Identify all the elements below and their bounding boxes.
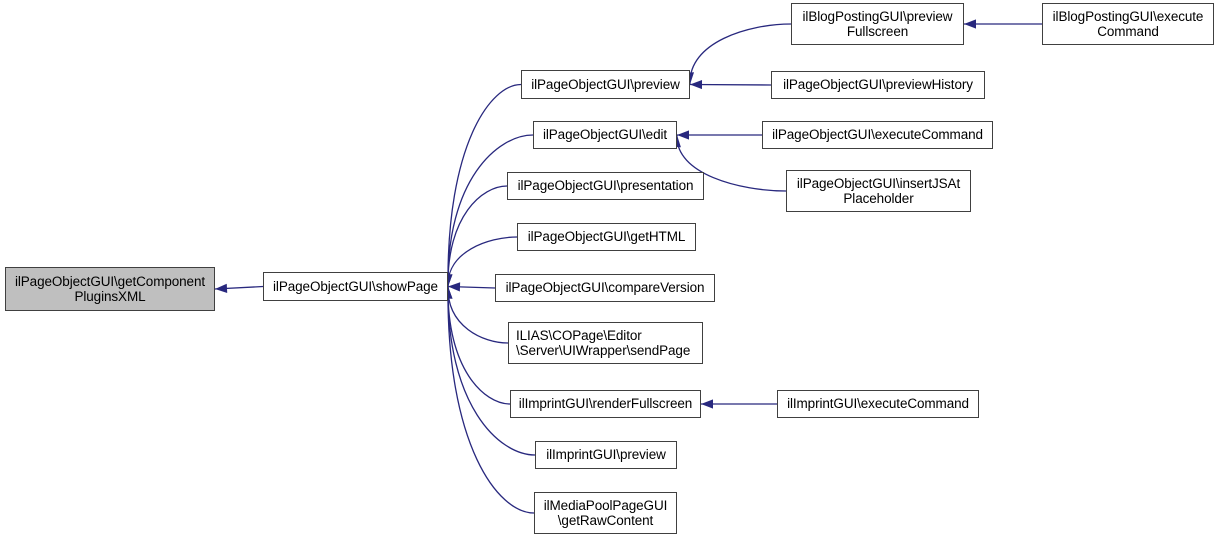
graph-node-showPage[interactable]: ilPageObjectGUI\showPage [263,272,448,301]
graph-node-label: ilPageObjectGUI\presentation [517,178,694,194]
graph-node-label: ilImprintGUI\preview [546,447,666,463]
graph-node-label: ilPageObjectGUI\executeCommand [772,127,983,143]
graph-node-getComponentPluginsXML[interactable]: ilPageObjectGUI\getComponent PluginsXML [5,267,215,311]
graph-node-label: ilPageObjectGUI\preview [531,76,680,92]
graph-node-label: ilPageObjectGUI\getHTML [527,229,686,245]
edge-arrowhead [215,283,228,293]
graph-node-label: ilPageObjectGUI\previewHistory [783,77,973,93]
graph-node-label: ILIAS\COPage\Editor \Server\UIWrapper\se… [516,327,691,359]
graph-node-sendPage[interactable]: ILIAS\COPage\Editor \Server\UIWrapper\se… [508,322,703,364]
graph-edge-edit-to-showPage [447,134,534,287]
graph-node-label: ilBlogPostingGUI\preview Fullscreen [802,8,953,40]
graph-node-insertJSAtPlaceholder[interactable]: ilPageObjectGUI\insertJSAt Placeholder [786,170,971,212]
graph-node-label: ilImprintGUI\renderFullscreen [518,396,693,412]
graph-node-label: ilPageObjectGUI\getComponent PluginsXML [14,273,206,305]
graph-node-getRawContent[interactable]: ilMediaPoolPageGUI \getRawContent [534,492,677,534]
graph-node-label: ilImprintGUI\executeCommand [787,396,969,412]
graph-edge-renderFullscreen-to-showPage [447,286,511,405]
edge-arrowhead [677,130,689,140]
graph-node-previewFullscreen[interactable]: ilBlogPostingGUI\preview Fullscreen [791,3,964,45]
edge-arrowhead [690,79,703,90]
graph-node-blogExecuteCommand[interactable]: ilBlogPostingGUI\execute Command [1042,3,1214,45]
graph-node-label: ilPageObjectGUI\compareVersion [505,280,705,296]
graph-node-compareVersion[interactable]: ilPageObjectGUI\compareVersion [495,274,715,302]
graph-node-presentation[interactable]: ilPageObjectGUI\presentation [507,172,704,200]
graph-node-preview[interactable]: ilPageObjectGUI\preview [521,70,690,99]
graph-node-label: ilMediaPoolPageGUI \getRawContent [543,497,668,529]
edge-arrowhead [448,282,461,292]
graph-node-label: ilPageObjectGUI\showPage [273,278,438,294]
graph-node-label: ilPageObjectGUI\insertJSAt Placeholder [796,175,961,207]
graph-node-imprintPreview[interactable]: ilImprintGUI\preview [535,441,677,469]
graph-node-getHTML[interactable]: ilPageObjectGUI\getHTML [517,223,696,251]
graph-node-pageExecuteCommand[interactable]: ilPageObjectGUI\executeCommand [762,121,993,149]
graph-edge-presentation-to-showPage [447,185,508,287]
graph-node-renderFullscreen[interactable]: ilImprintGUI\renderFullscreen [510,390,701,418]
graph-node-label: ilBlogPostingGUI\execute Command [1052,8,1204,40]
graph-node-imprintExecuteCommand[interactable]: ilImprintGUI\executeCommand [777,390,979,418]
graph-node-previewHistory[interactable]: ilPageObjectGUI\previewHistory [771,71,985,99]
edge-arrowhead [701,399,713,409]
graph-edge-showPage-to-getComponentPluginsXML [214,285,264,290]
edge-arrowhead [964,19,976,29]
graph-node-edit[interactable]: ilPageObjectGUI\edit [533,121,677,149]
graph-edge-compareVersion-to-showPage [447,285,496,289]
graph-edge-imprintPreview-to-showPage [447,286,536,456]
graph-edge-previewHistory-to-preview [689,83,772,86]
graph-node-label: ilPageObjectGUI\edit [542,127,668,143]
